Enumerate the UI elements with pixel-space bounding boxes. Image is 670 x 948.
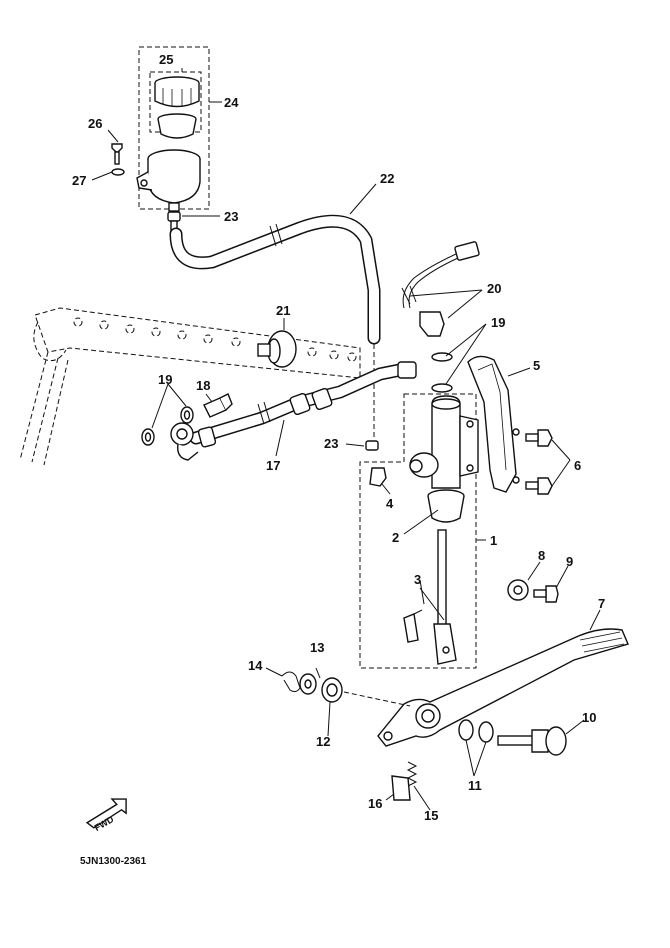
leader-lines bbox=[91, 68, 601, 811]
callout-1: 1 bbox=[490, 533, 497, 548]
callout-19-right: 19 bbox=[491, 315, 505, 330]
brake-switch bbox=[401, 241, 480, 337]
brake-hose bbox=[170, 361, 417, 461]
push-rod bbox=[403, 529, 457, 665]
callout-6: 6 bbox=[574, 458, 581, 473]
return-spring bbox=[406, 761, 418, 787]
washer bbox=[299, 673, 317, 695]
banjo-bolt bbox=[203, 393, 233, 418]
callout-13: 13 bbox=[310, 640, 324, 655]
callout-15: 15 bbox=[424, 808, 438, 823]
callout-23-upper: 23 bbox=[224, 209, 238, 224]
callout-5: 5 bbox=[533, 358, 540, 373]
callout-25: 25 bbox=[159, 52, 173, 67]
pedal-stop-bolt bbox=[533, 585, 559, 603]
callout-14: 14 bbox=[248, 658, 263, 673]
callout-19-left: 19 bbox=[158, 372, 172, 387]
brake-pedal bbox=[377, 628, 629, 747]
callout-20: 20 bbox=[487, 281, 501, 296]
callout-17: 17 bbox=[266, 458, 280, 473]
callout-11: 11 bbox=[468, 778, 482, 793]
reference-code: 5JN1300-2361 bbox=[80, 856, 147, 867]
callout-23-lower: 23 bbox=[324, 436, 338, 451]
guard-bolts bbox=[525, 429, 553, 495]
callout-4: 4 bbox=[386, 496, 394, 511]
banjo-washers-right bbox=[431, 352, 453, 393]
hose-clip-upper bbox=[167, 211, 181, 232]
callout-21: 21 bbox=[276, 303, 290, 318]
callout-27: 27 bbox=[72, 173, 86, 188]
spring-cap bbox=[391, 775, 411, 801]
frame-bracket bbox=[19, 307, 361, 466]
heat-guard bbox=[467, 355, 520, 493]
clevis-pin bbox=[321, 677, 343, 703]
cotter-pin bbox=[281, 671, 301, 693]
callout-22: 22 bbox=[380, 171, 394, 186]
hose-clamp bbox=[257, 330, 297, 368]
reservoir-assembly bbox=[111, 46, 210, 212]
callout-26: 26 bbox=[88, 116, 102, 131]
banjo-washers-left bbox=[141, 406, 194, 446]
callout-12: 12 bbox=[316, 734, 330, 749]
callout-10: 10 bbox=[582, 710, 596, 725]
pedal-pivot-bolt bbox=[497, 726, 567, 756]
master-cylinder-assembly bbox=[359, 393, 479, 669]
pedal-collar bbox=[507, 579, 529, 601]
callout-2: 2 bbox=[392, 530, 399, 545]
callout-8: 8 bbox=[538, 548, 545, 563]
fwd-arrow-icon: FWD bbox=[85, 798, 127, 833]
callout-3: 3 bbox=[414, 572, 421, 587]
callout-24: 24 bbox=[224, 95, 239, 110]
callout-7: 7 bbox=[598, 596, 605, 611]
callouts: 25 24 26 27 23 22 20 19 21 5 19 18 23 6 … bbox=[72, 52, 605, 823]
callout-16: 16 bbox=[368, 796, 382, 811]
callout-18: 18 bbox=[196, 378, 210, 393]
o-rings bbox=[458, 719, 494, 743]
callout-9: 9 bbox=[566, 554, 573, 569]
reservoir-hose bbox=[169, 214, 381, 440]
